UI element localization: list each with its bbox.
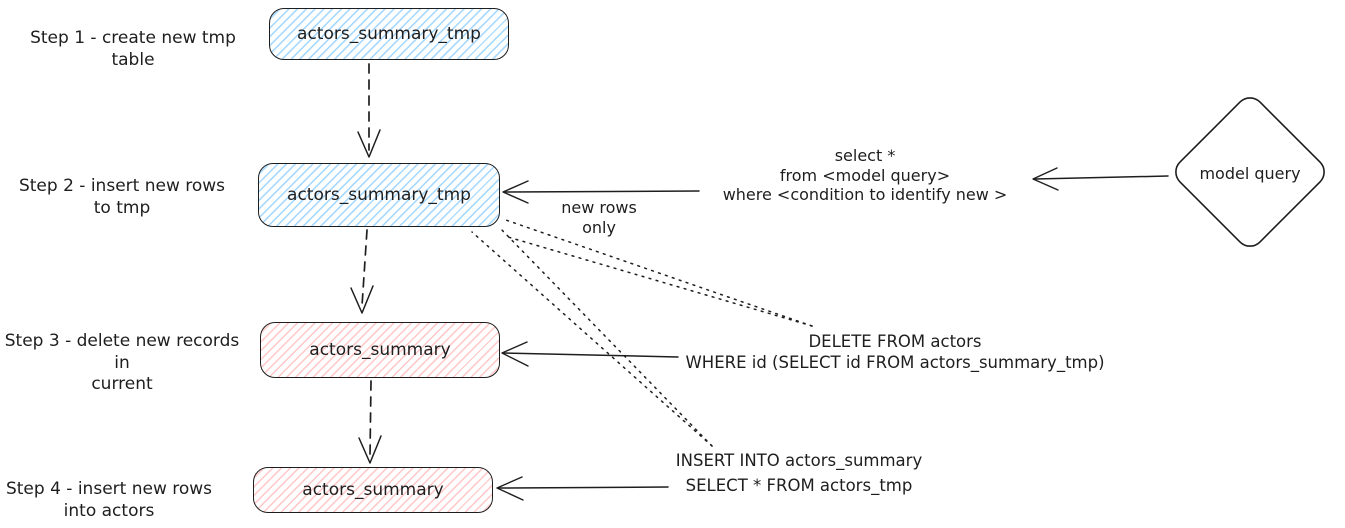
step-4-node-box: actors_summary (253, 467, 493, 513)
step-1-node-label: actors_summary_tmp (297, 24, 481, 44)
model-query-sql-text: select * from <model query> where <condi… (722, 146, 1008, 204)
solid-arrow-insert-to-summary (496, 476, 669, 501)
new-rows-only-label: new rows only (561, 198, 637, 237)
delete-sql-text: DELETE FROM actors WHERE id (SELECT id F… (685, 332, 1105, 372)
step-1-node-box: actors_summary_tmp (269, 8, 509, 60)
step-3-node-label: actors_summary (309, 340, 451, 360)
step-1-label: Step 1 - create new tmp table (30, 28, 236, 70)
dashed-arrow-step3-to-step4 (358, 380, 382, 464)
solid-arrow-modelquery-to-sql (1032, 167, 1169, 191)
step-2-node-box: actors_summary_tmp (258, 163, 500, 227)
step-2-label: Step 2 - insert new rows to tmp (18, 176, 226, 218)
step-4-node-label: actors_summary (302, 480, 444, 500)
step-4-label: Step 4 - insert new rows into actors (5, 479, 213, 521)
dashed-arrow-step1-to-step2 (357, 63, 381, 158)
step-2-node-label: actors_summary_tmp (287, 185, 471, 205)
step-3-label: Step 3 - delete new records in current (4, 331, 240, 394)
model-query-node-label: model query (1199, 164, 1301, 183)
dashed-arrow-step2-to-step3 (350, 229, 374, 314)
solid-arrow-delete-to-summary (501, 341, 679, 367)
insert-sql-text: INSERT INTO actors_summary SELECT * FROM… (675, 451, 923, 495)
step-3-node-box: actors_summary (260, 322, 500, 378)
